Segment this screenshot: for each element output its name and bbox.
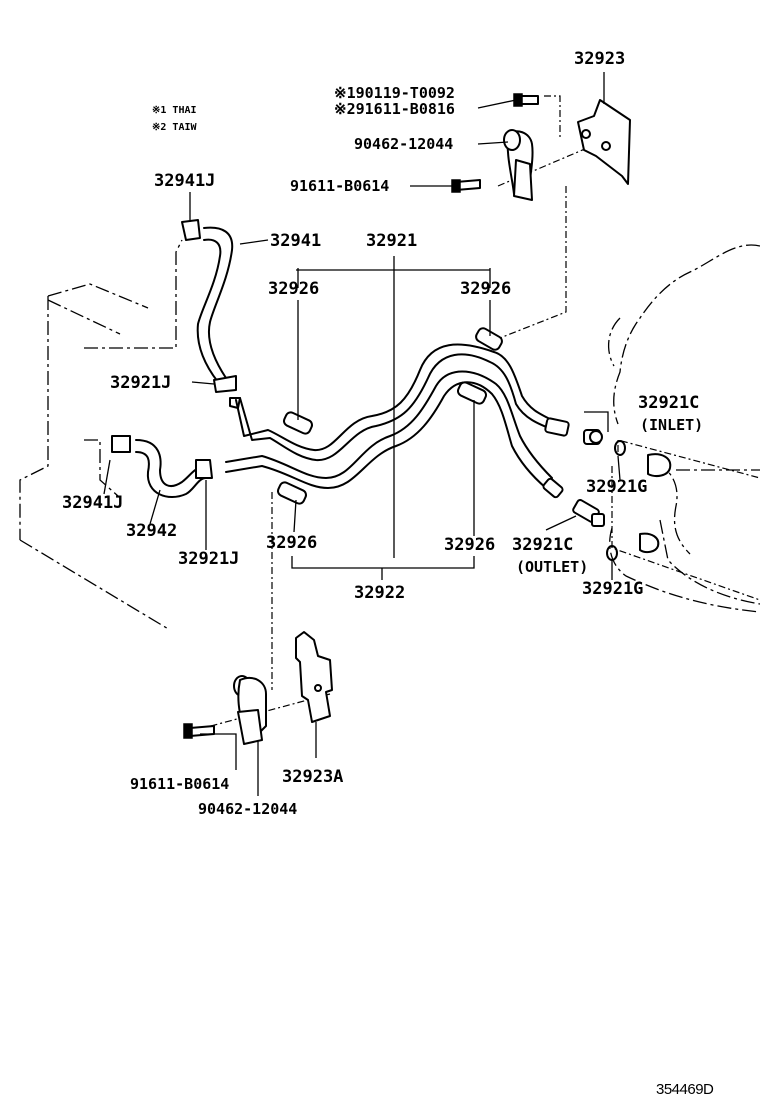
- label-clamp-top: 90462-12044: [354, 135, 453, 153]
- label-32926-lower-right: 32926: [444, 535, 495, 555]
- label-inlet: (INLET): [640, 416, 703, 434]
- label-bolt-top: 91611-B0614: [290, 177, 389, 195]
- label-32921G-lower: 32921G: [582, 579, 643, 599]
- cooler-pipe-32922: [225, 370, 553, 489]
- label-clamp-bottom: 90462-12044: [198, 800, 297, 818]
- label-32923A: 32923A: [282, 767, 343, 787]
- note-taiw: ※2 TAIW: [152, 122, 197, 133]
- clamp-bottom: [233, 675, 267, 745]
- label-32942: 32942: [126, 521, 177, 541]
- label-32941: 32941: [270, 231, 321, 251]
- leader-lines: [103, 72, 621, 796]
- label-32926-upper-left: 32926: [268, 279, 319, 299]
- hose-clamp-icon: [195, 459, 213, 479]
- label-32921: 32921: [366, 231, 417, 251]
- gasket-upper-icon: [614, 440, 626, 456]
- illustration-id: 354469D: [656, 1081, 714, 1098]
- label-32921J-lower: 32921J: [178, 549, 239, 569]
- hose-clamp-icon: [111, 435, 131, 453]
- label-32941J-top: 32941J: [154, 171, 215, 191]
- hose-clamp-icon: [181, 219, 201, 241]
- label-32921J-upper: 32921J: [110, 373, 171, 393]
- grommets-32926: [276, 327, 503, 505]
- pipe-fittings: [542, 417, 626, 561]
- cooler-pipe-32921: [235, 343, 557, 462]
- alignment-lines: [195, 95, 760, 731]
- radiator-outline: [19, 239, 183, 631]
- hose-32941: [181, 219, 241, 409]
- label-32921C-outlet: 32921C: [512, 535, 573, 555]
- label-outlet: (OUTLET): [516, 558, 588, 576]
- label-32923: 32923: [574, 49, 625, 69]
- label-32921G-upper: 32921G: [586, 477, 647, 497]
- label-32921C-inlet: 32921C: [638, 393, 699, 413]
- transmission-outline: [608, 244, 760, 613]
- label-bolt-bottom: 91611-B0614: [130, 775, 229, 793]
- label-32926-lower-left: 32926: [266, 533, 317, 553]
- label-32922: 32922: [354, 583, 405, 603]
- clamp-top: [503, 129, 534, 201]
- hose-32942: [111, 435, 213, 498]
- bracket-32923: [577, 99, 631, 185]
- bolts-top: [451, 93, 539, 193]
- notes: ※1 THAI ※2 TAIW: [152, 105, 197, 133]
- label-bolt-taiw: ※291611-B0816: [334, 100, 455, 118]
- bracket-32923A: [295, 631, 333, 723]
- label-32926-upper-right: 32926: [460, 279, 511, 299]
- hose-clamp-icon: [213, 375, 237, 393]
- bolt-bottom: [183, 723, 215, 739]
- note-thai: ※1 THAI: [152, 105, 197, 116]
- label-32941J-left: 32941J: [62, 493, 123, 513]
- part-labels: 32923 ※190119-T0092 ※291611-B0816 90462-…: [62, 49, 703, 818]
- label-bolt-thai: ※190119-T0092: [334, 84, 455, 102]
